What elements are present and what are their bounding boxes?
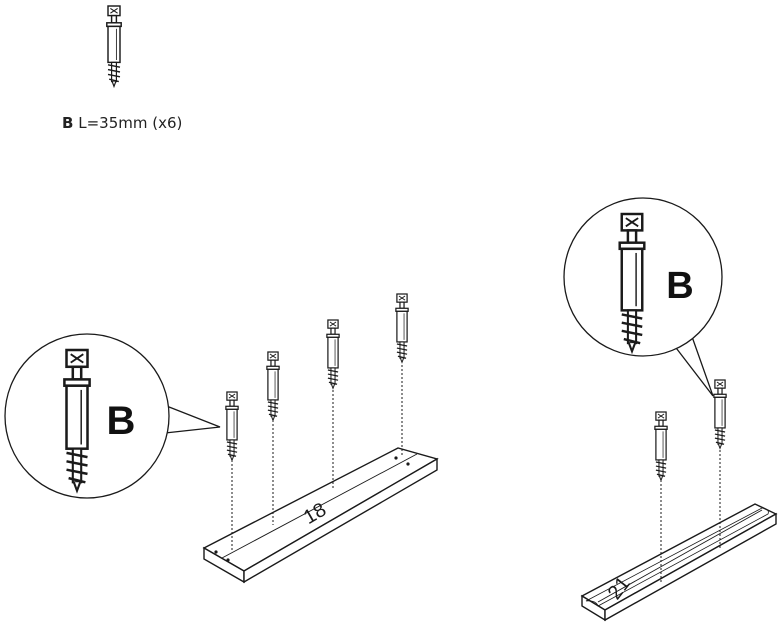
bolt-icon (266, 351, 280, 421)
bolt-icon (225, 391, 239, 461)
callout-left: B (4, 333, 221, 499)
bolt-icon (326, 319, 340, 389)
panel-21: 21 (580, 503, 778, 622)
right-guide-lines (660, 450, 721, 582)
callout-left-letter: B (107, 399, 136, 443)
callout-right-letter: B (666, 265, 693, 307)
hardware-letter: B (62, 114, 74, 132)
hardware-legend: B L=35mm (x6) (62, 114, 182, 132)
bolt-icon (654, 411, 668, 481)
left-guide-lines (231, 365, 403, 552)
hardware-spec: L=35mm (x6) (78, 114, 183, 132)
bolt-icon (395, 293, 409, 363)
panel-18: 18 (202, 447, 439, 584)
bolt-icon (713, 379, 727, 449)
legend-bolt-icon (106, 5, 122, 88)
callout-right: B (563, 197, 723, 397)
